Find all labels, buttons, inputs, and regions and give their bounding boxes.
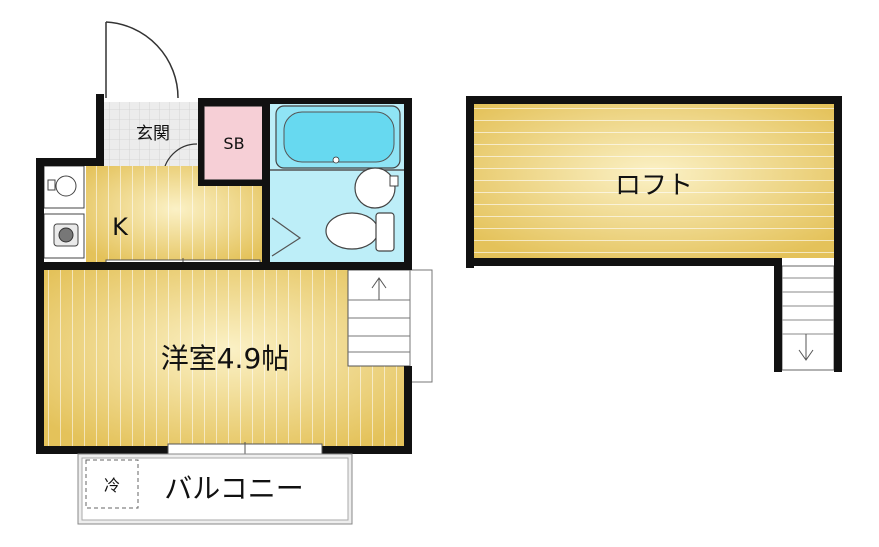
fridge-space	[85, 459, 139, 509]
stairs-up	[347, 269, 411, 367]
stove-icon	[43, 213, 85, 259]
label-entrance: 玄関	[136, 124, 170, 144]
sink-icon	[43, 165, 85, 209]
bath-door	[271, 217, 302, 257]
toilet-icon	[325, 212, 395, 252]
label-fridge: 冷	[104, 476, 120, 495]
shoe-box	[203, 105, 265, 181]
walls-loft	[466, 96, 842, 372]
closet	[409, 269, 433, 383]
entrance-floor	[101, 102, 199, 166]
stairs-down	[781, 265, 835, 371]
wash-basin-icon	[354, 167, 396, 209]
label-shoe-box: SB	[223, 134, 244, 153]
label-balcony: バルコニー	[164, 472, 303, 505]
label-loft: ロフト	[615, 171, 693, 201]
label-western-room: 洋室4.9帖	[161, 342, 290, 375]
label-kitchen: K	[112, 213, 129, 241]
entrance-door	[105, 21, 179, 99]
